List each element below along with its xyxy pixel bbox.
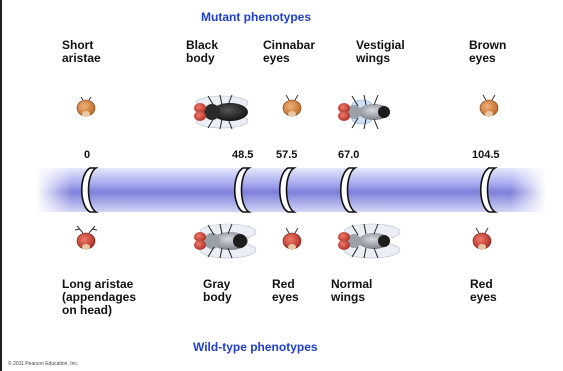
wildtype-label-red-eyes-2: Red eyes <box>470 278 497 304</box>
copyright-notice: © 2011 Pearson Education, Inc. <box>8 361 78 367</box>
fly-gray-body-icon <box>194 224 256 258</box>
fly-head-short-aristae-icon <box>77 97 95 117</box>
fly-normal-wings-icon <box>338 224 400 258</box>
wildtype-label-red-eyes: Red eyes <box>272 278 299 304</box>
fly-head-red-eyes-icon <box>283 228 301 250</box>
fly-head-long-aristae-icon <box>75 226 97 250</box>
fly-vestigial-wings-icon <box>338 95 390 129</box>
fly-head-brown-eyes-icon <box>480 95 498 117</box>
fly-black-body-icon <box>194 95 248 129</box>
fly-head-red-eyes-icon <box>473 228 491 250</box>
fly-head-cinnabar-eyes-icon <box>283 95 301 117</box>
wildtype-phenotypes-heading: Wild-type phenotypes <box>193 340 318 354</box>
wildtype-label-gray-body: Gray body <box>203 278 232 304</box>
wildtype-label-long-aristae: Long aristae (appendages on head) <box>62 278 136 317</box>
chromosome-bar <box>36 168 546 212</box>
wildtype-label-normal-wings: Normal wings <box>331 278 372 304</box>
